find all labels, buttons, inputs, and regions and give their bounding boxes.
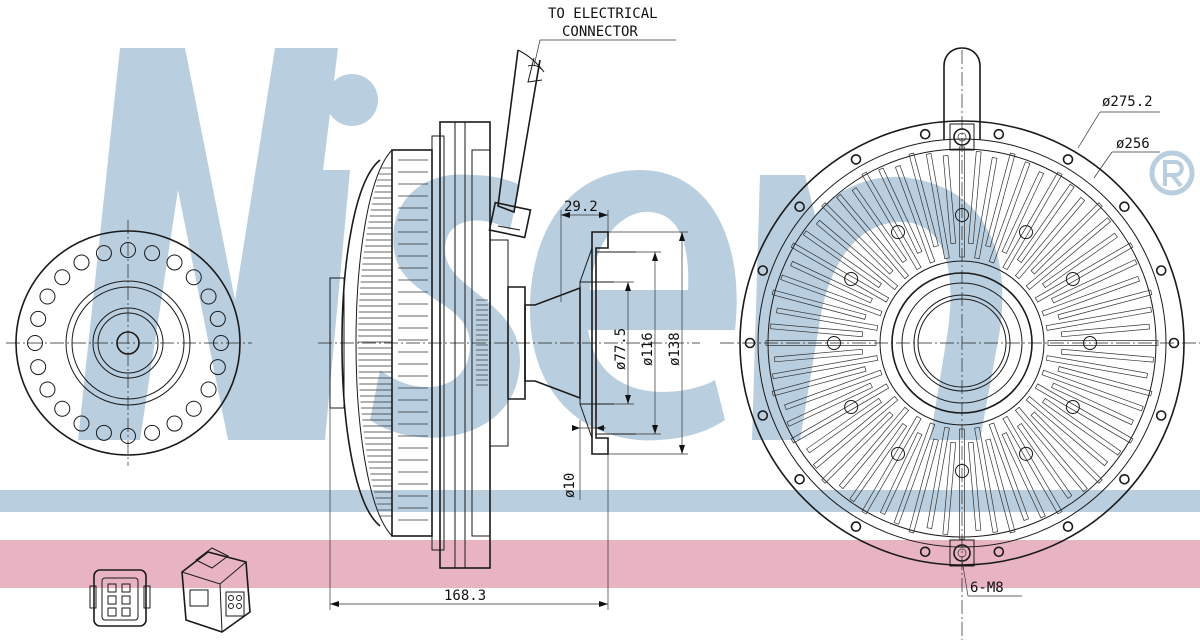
dim-hole: ø10	[562, 473, 578, 498]
front-view-left	[6, 220, 252, 466]
connector-callout-line2: CONNECTOR	[562, 24, 638, 40]
dim-bore: ø77.5	[613, 328, 629, 370]
dim-pilot: ø116	[640, 332, 656, 366]
connector-front-icon	[89, 569, 151, 627]
perimeter-holes	[744, 128, 1180, 558]
watermark-band-red	[0, 540, 1200, 588]
front-view-right	[720, 47, 1200, 640]
watermark-logo	[78, 48, 1195, 441]
dim-fan-diameter: ø256	[1116, 136, 1150, 152]
dim-flange-offset: 29.2	[564, 199, 598, 215]
connector-iso-icon	[181, 547, 251, 633]
dim-overall-length: 168.3	[444, 588, 486, 604]
bolt-holes	[27, 242, 229, 444]
radial-fins	[765, 146, 1159, 540]
side-view	[318, 39, 700, 610]
inner-holes	[827, 208, 1097, 478]
side-fins	[358, 159, 488, 521]
connector-callout-line1: TO ELECTRICAL	[548, 6, 658, 22]
dim-outer-diameter: ø275.2	[1102, 94, 1153, 110]
bolt-pattern-label: 6-M8	[970, 580, 1004, 596]
dim-flange: ø138	[667, 332, 683, 366]
